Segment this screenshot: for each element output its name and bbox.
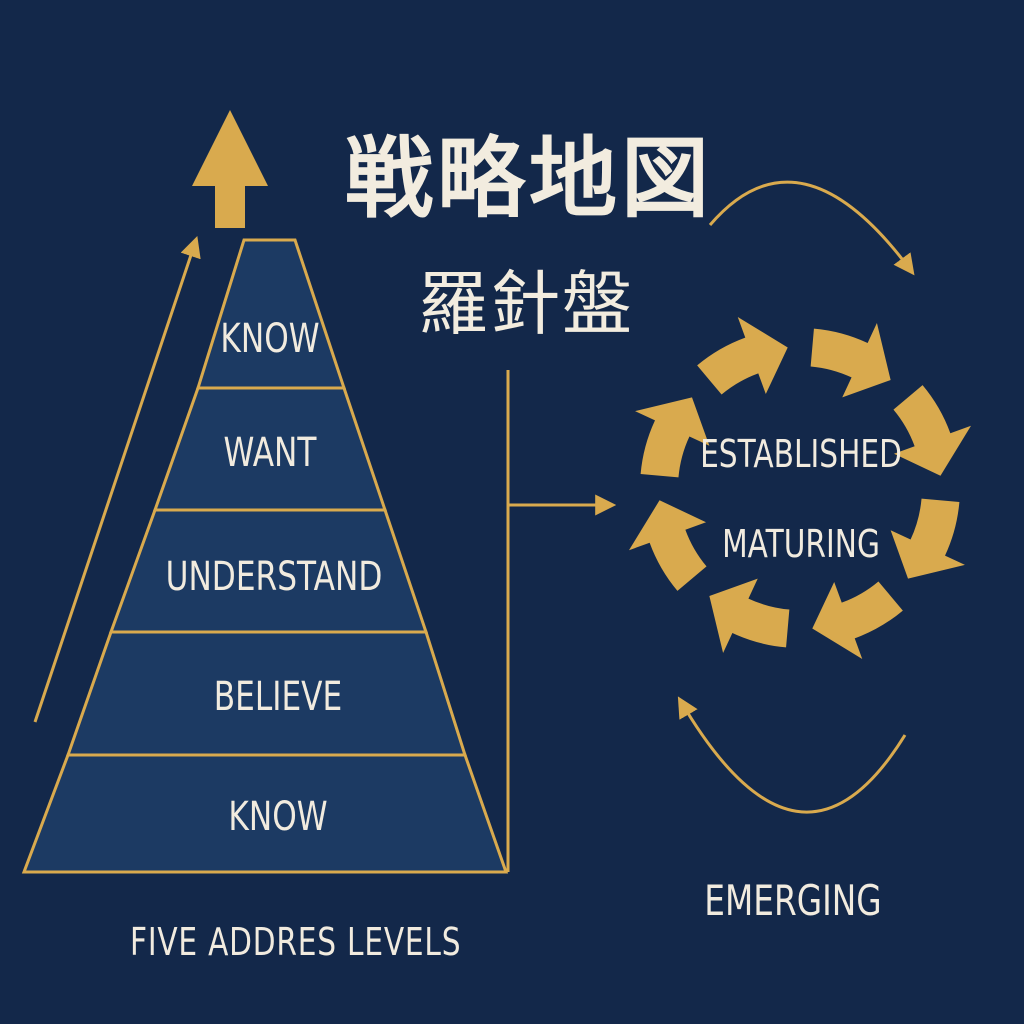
growth-arrow-line: [33, 236, 201, 723]
cycle-label-maturing: MATURING: [722, 522, 880, 566]
outer-arc-top: [708, 180, 915, 276]
cycle-label-established: ESTABLISHED: [700, 432, 902, 476]
pyramid-tier-5: [21, 753, 509, 874]
cycle-arrow-segment: [810, 323, 891, 398]
pyramid-label-1: KNOW: [220, 316, 320, 362]
pyramid-caption: FIVE ADDRES LEVELS: [130, 920, 462, 964]
pyramid: [21, 238, 509, 874]
cycle-label-emerging: EMERGING: [704, 876, 882, 925]
cycle-arrow-segment: [709, 578, 790, 653]
cycle-arrow-segment: [812, 581, 903, 660]
page-subtitle: 羅針盤: [418, 263, 634, 345]
outer-arc-bottom: [677, 696, 907, 814]
up-arrow-icon: [192, 110, 268, 228]
cycle-arrow-segment: [893, 385, 972, 476]
cycle-arrow-segment: [890, 498, 965, 579]
cycle-arrow-segment: [697, 316, 788, 395]
cycle-ring: [628, 316, 972, 660]
pyramid-label-3: UNDERSTAND: [165, 554, 383, 600]
pyramid-label-5: KNOW: [228, 794, 328, 840]
pyramid-tier-1: [195, 238, 347, 390]
cycle-arrow-segment: [628, 500, 707, 591]
pyramid-label-2: WANT: [223, 430, 317, 476]
pyramid-label-4: BELIEVE: [213, 674, 343, 720]
cycle-arrow-segment: [635, 397, 710, 478]
page-title: 戦略地図: [345, 127, 714, 230]
